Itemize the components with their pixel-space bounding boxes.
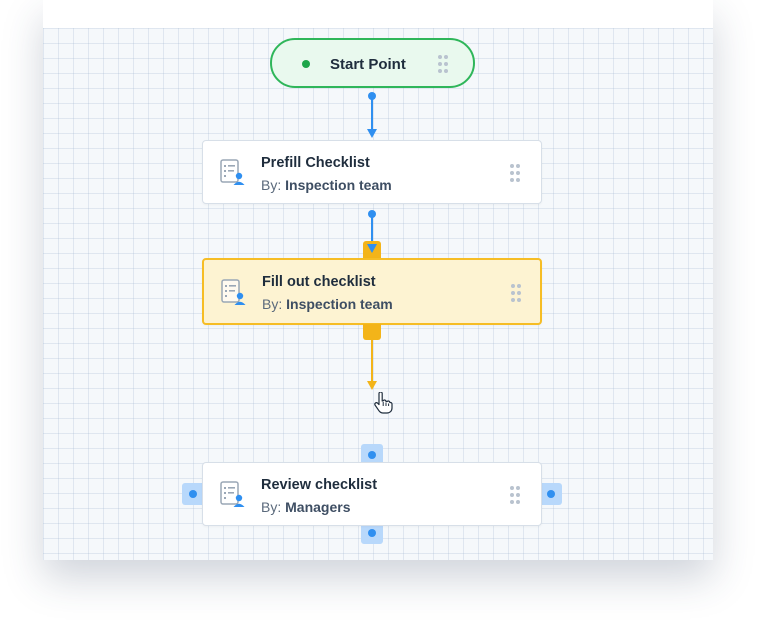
node-port-right[interactable] bbox=[540, 483, 562, 505]
node-port-top[interactable] bbox=[361, 444, 383, 464]
connector-anchor-dot[interactable] bbox=[368, 210, 376, 218]
node-title: Review checklist bbox=[261, 477, 378, 493]
start-point-label: Start Point bbox=[330, 56, 406, 73]
connector-arrow-icon bbox=[367, 129, 377, 138]
workflow-editor-frame: Start Point Prefill Checklist By: Inspec… bbox=[43, 0, 713, 560]
connector-port[interactable] bbox=[363, 324, 381, 340]
workflow-node-review-checklist[interactable]: Review checklist By: Managers bbox=[202, 462, 542, 526]
workflow-node-prefill-checklist[interactable]: Prefill Checklist By: Inspection team bbox=[202, 140, 542, 204]
hand-pointer-icon bbox=[374, 392, 393, 414]
connector-arrow-icon bbox=[367, 381, 377, 390]
node-title: Prefill Checklist bbox=[261, 155, 370, 171]
workflow-node-fill-out-checklist[interactable]: Fill out checklist By: Inspection team bbox=[202, 258, 542, 325]
drag-handle-icon[interactable] bbox=[438, 55, 450, 73]
drag-handle-icon[interactable] bbox=[510, 164, 522, 182]
connector-line bbox=[371, 216, 373, 246]
dragging-connector-line bbox=[371, 339, 373, 384]
node-assignee: By: Managers bbox=[261, 499, 351, 515]
node-assignee: By: Inspection team bbox=[262, 296, 393, 312]
connector-anchor-dot[interactable] bbox=[368, 92, 376, 100]
node-port-bottom[interactable] bbox=[361, 524, 383, 544]
checklist-user-icon bbox=[220, 481, 245, 507]
checklist-user-icon bbox=[221, 279, 246, 305]
node-title: Fill out checklist bbox=[262, 274, 376, 290]
node-port-left[interactable] bbox=[182, 483, 204, 505]
connector-line bbox=[371, 98, 373, 130]
start-point-node[interactable]: Start Point bbox=[270, 38, 475, 88]
connector-arrow-icon bbox=[367, 244, 377, 253]
workflow-canvas[interactable]: Start Point Prefill Checklist By: Inspec… bbox=[43, 28, 713, 560]
checklist-user-icon bbox=[220, 159, 245, 185]
start-status-dot bbox=[302, 60, 310, 68]
drag-handle-icon[interactable] bbox=[510, 486, 522, 504]
drag-handle-icon[interactable] bbox=[511, 284, 523, 302]
node-assignee: By: Inspection team bbox=[261, 177, 392, 193]
